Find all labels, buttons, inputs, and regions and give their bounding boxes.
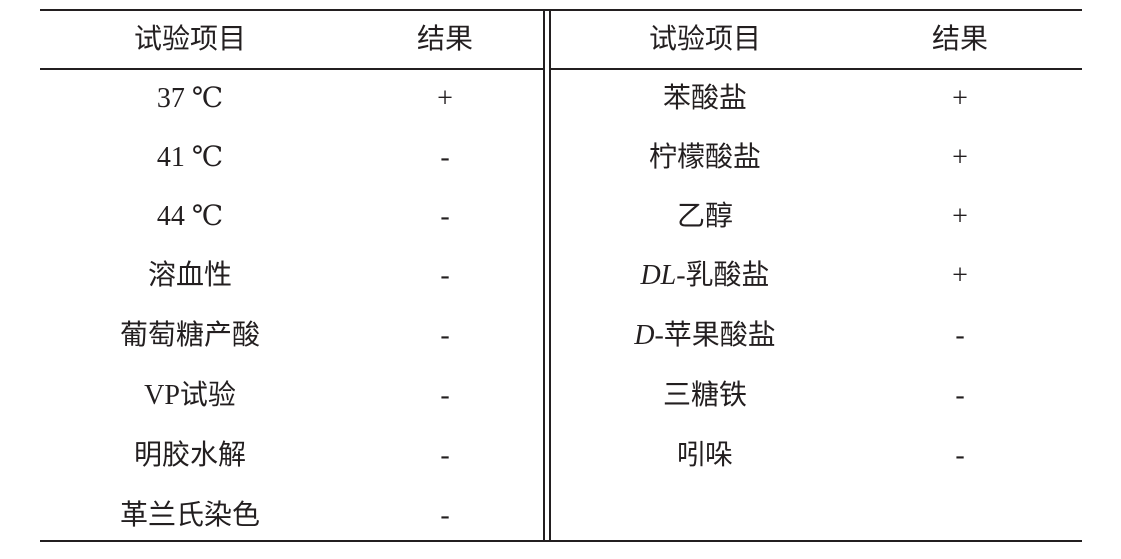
left-test-name: 革兰氏染色 xyxy=(119,500,260,531)
left-test-name: 葡萄糖产酸 xyxy=(119,320,260,351)
bottom-rule xyxy=(40,540,1082,542)
header-test-item-right: 试验项目 xyxy=(648,24,761,55)
right-test-name: DL-乳酸盐 xyxy=(575,259,835,293)
left-test-result: + xyxy=(437,83,453,114)
right-test-result: - xyxy=(955,320,965,351)
right-test-name: 吲哚 xyxy=(575,439,835,473)
right-test-name: D-苹果酸盐 xyxy=(575,319,835,353)
top-rule xyxy=(40,9,1082,11)
left-test-result: - xyxy=(440,320,450,351)
right-test-name: 柠檬酸盐 xyxy=(575,141,835,175)
right-test-name: 乙醇 xyxy=(575,200,835,234)
header-test-item-left: 试验项目 xyxy=(133,24,246,55)
left-test-name: 溶血性 xyxy=(147,260,232,291)
right-test-result: - xyxy=(955,380,965,411)
header-rule-right xyxy=(549,68,1082,70)
header-result-right: 结果 xyxy=(931,24,988,55)
test-name-prefix: D xyxy=(634,320,655,351)
right-test-result: + xyxy=(952,201,968,232)
left-test-name: 37 ℃ xyxy=(156,83,224,114)
right-test-result: + xyxy=(952,83,968,114)
left-test-name: 41 ℃ xyxy=(156,142,224,173)
column-divider-1 xyxy=(543,11,545,540)
test-name-text: 乙醇 xyxy=(676,201,733,232)
right-test-result: + xyxy=(952,142,968,173)
left-test-result: - xyxy=(440,440,450,471)
test-name-text: -苹果酸盐 xyxy=(654,320,776,351)
left-test-result: - xyxy=(440,380,450,411)
header-rule-left xyxy=(40,68,544,70)
test-name-text: 苯酸盐 xyxy=(662,83,747,114)
test-name-text: 三糖铁 xyxy=(662,380,747,411)
left-test-result: - xyxy=(440,260,450,291)
test-name-text: 柠檬酸盐 xyxy=(648,142,761,173)
header-result-left: 结果 xyxy=(416,24,473,55)
test-name-text: 吲哚 xyxy=(676,440,733,471)
left-test-name: 44 ℃ xyxy=(156,201,224,232)
left-test-name: VP试验 xyxy=(144,380,236,411)
right-test-result: + xyxy=(952,260,968,291)
left-test-result: - xyxy=(440,201,450,232)
right-test-result: - xyxy=(955,440,965,471)
left-test-name: 明胶水解 xyxy=(133,440,246,471)
left-test-result: - xyxy=(440,500,450,531)
right-test-name: 苯酸盐 xyxy=(575,82,835,116)
column-divider-2 xyxy=(549,11,551,540)
left-test-result: - xyxy=(440,142,450,173)
test-name-prefix: DL xyxy=(640,260,677,291)
test-name-text: -乳酸盐 xyxy=(676,260,770,291)
right-test-name: 三糖铁 xyxy=(575,379,835,413)
